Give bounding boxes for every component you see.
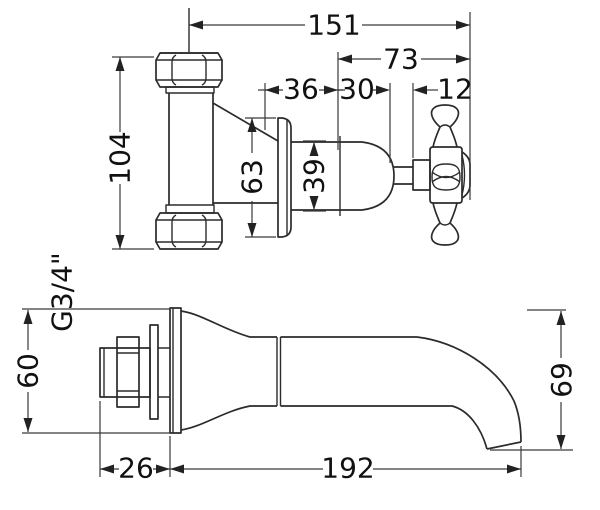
dim-label-26: 26 [118,452,154,485]
valve-dome [340,141,395,211]
cross-handle [412,104,471,246]
spout-bottom-profile [280,405,488,450]
top-nut-outline [155,52,223,88]
arrow-down [23,418,33,432]
arrow-up [556,311,566,325]
arrow-right [324,85,338,95]
arrow-down [115,235,125,249]
arrow-up [115,57,125,71]
dim-thread-length: 26 [99,401,171,485]
valve-body-sides [291,141,340,211]
top-nut-bands [156,52,222,81]
dim-spout-reach: 192 [170,446,522,485]
arrow-down [247,223,257,237]
arrow-right [456,54,470,64]
dim-spout-drop: 69 [490,309,578,451]
bottom-nut-facets [171,214,207,248]
dim-label-63: 63 [236,159,269,195]
dim-label-192: 192 [321,452,374,485]
ext-lines [22,308,170,434]
arrow-right [156,464,170,474]
handle-arm-bottom [430,202,460,246]
dim-backplate-diameter: 63 [236,117,276,238]
dim-thread-size: G3/4" [46,252,79,332]
wall-backplate [277,117,292,238]
dim-tee-height: 104 [104,56,154,250]
handle-arm-bottom-knob-line [439,222,451,226]
arrow-down [309,196,319,210]
ext-lines [112,56,154,250]
dim-label-73: 73 [383,43,419,76]
spout-tip-edge [486,441,522,450]
top-collar [165,86,215,94]
ext-lines [490,309,573,451]
dim-body-projection: 73 [337,43,470,150]
arrow-left [170,464,184,474]
valve-branch [212,102,413,238]
dim-body-diameter: 39 [298,140,331,212]
arrow-down [556,435,566,449]
arrow-right [376,85,390,95]
spout-body [180,310,522,450]
handle-arm-top-knob-line [439,124,451,128]
handle-end-cap-arc [461,154,466,196]
arrow-left [338,54,352,64]
arrow-left [265,85,279,95]
bottom-nut-bands [156,219,222,243]
dim-label-60: 60 [12,353,45,389]
valve-side-view: 151 73 36 30 1 [104,8,473,250]
spout-wall-flange [169,307,182,434]
arrow-up [247,118,257,132]
arrow-right [507,464,521,474]
spout-neck-top [180,310,277,338]
dim-overall-width: 151 [189,9,471,200]
washer [149,324,159,420]
ext-lines [303,140,326,212]
dim-label-12: 12 [437,73,473,106]
handle-hub [429,146,463,204]
dim-label-36: 36 [283,73,319,106]
dim-label-151: 151 [307,9,360,42]
branch-top-diagonal [212,102,279,142]
dim-label-30: 30 [339,73,375,106]
valve-stem [394,166,413,185]
top-nut-facets [171,54,207,86]
arrow-right [456,20,470,30]
spout-side-view: G3/4" 60 69 26 [12,252,578,484]
thread-stub [158,347,170,398]
dim-stem-length: 12 [412,73,473,158]
locknut-facets [117,352,139,392]
tee-fitting [155,8,223,250]
tee-tube [168,93,214,205]
thread-assembly [99,307,182,434]
arrow-outside [413,85,427,95]
dim-label-69: 69 [545,362,578,398]
bottom-nut-outline [155,212,223,250]
dim-label-104: 104 [104,131,137,184]
ext-lines [245,117,276,238]
thread-tail [99,347,151,398]
bottom-collar [165,204,215,214]
dim-body-length: 30 [338,73,391,163]
arrow-left [100,464,114,474]
spout-neck-bottom [180,405,277,431]
arrow-left [189,20,203,30]
handle-arm-top [430,104,460,148]
dim-label-g34: G3/4" [46,252,79,332]
handle-front-spoke-waist [431,171,461,183]
handle-front-spoke-outline [431,163,461,191]
arrow-up [23,310,33,324]
dim-label-39: 39 [298,158,331,194]
ext-lines [99,401,171,477]
handle-collar [412,159,431,191]
spout-seam [276,337,282,406]
dim-plate-offset: 36 [258,73,345,130]
spout-top-profile [280,336,522,443]
dim-flange-diameter: 60 [12,308,170,434]
arrow-up [309,142,319,156]
locknut [116,336,140,408]
